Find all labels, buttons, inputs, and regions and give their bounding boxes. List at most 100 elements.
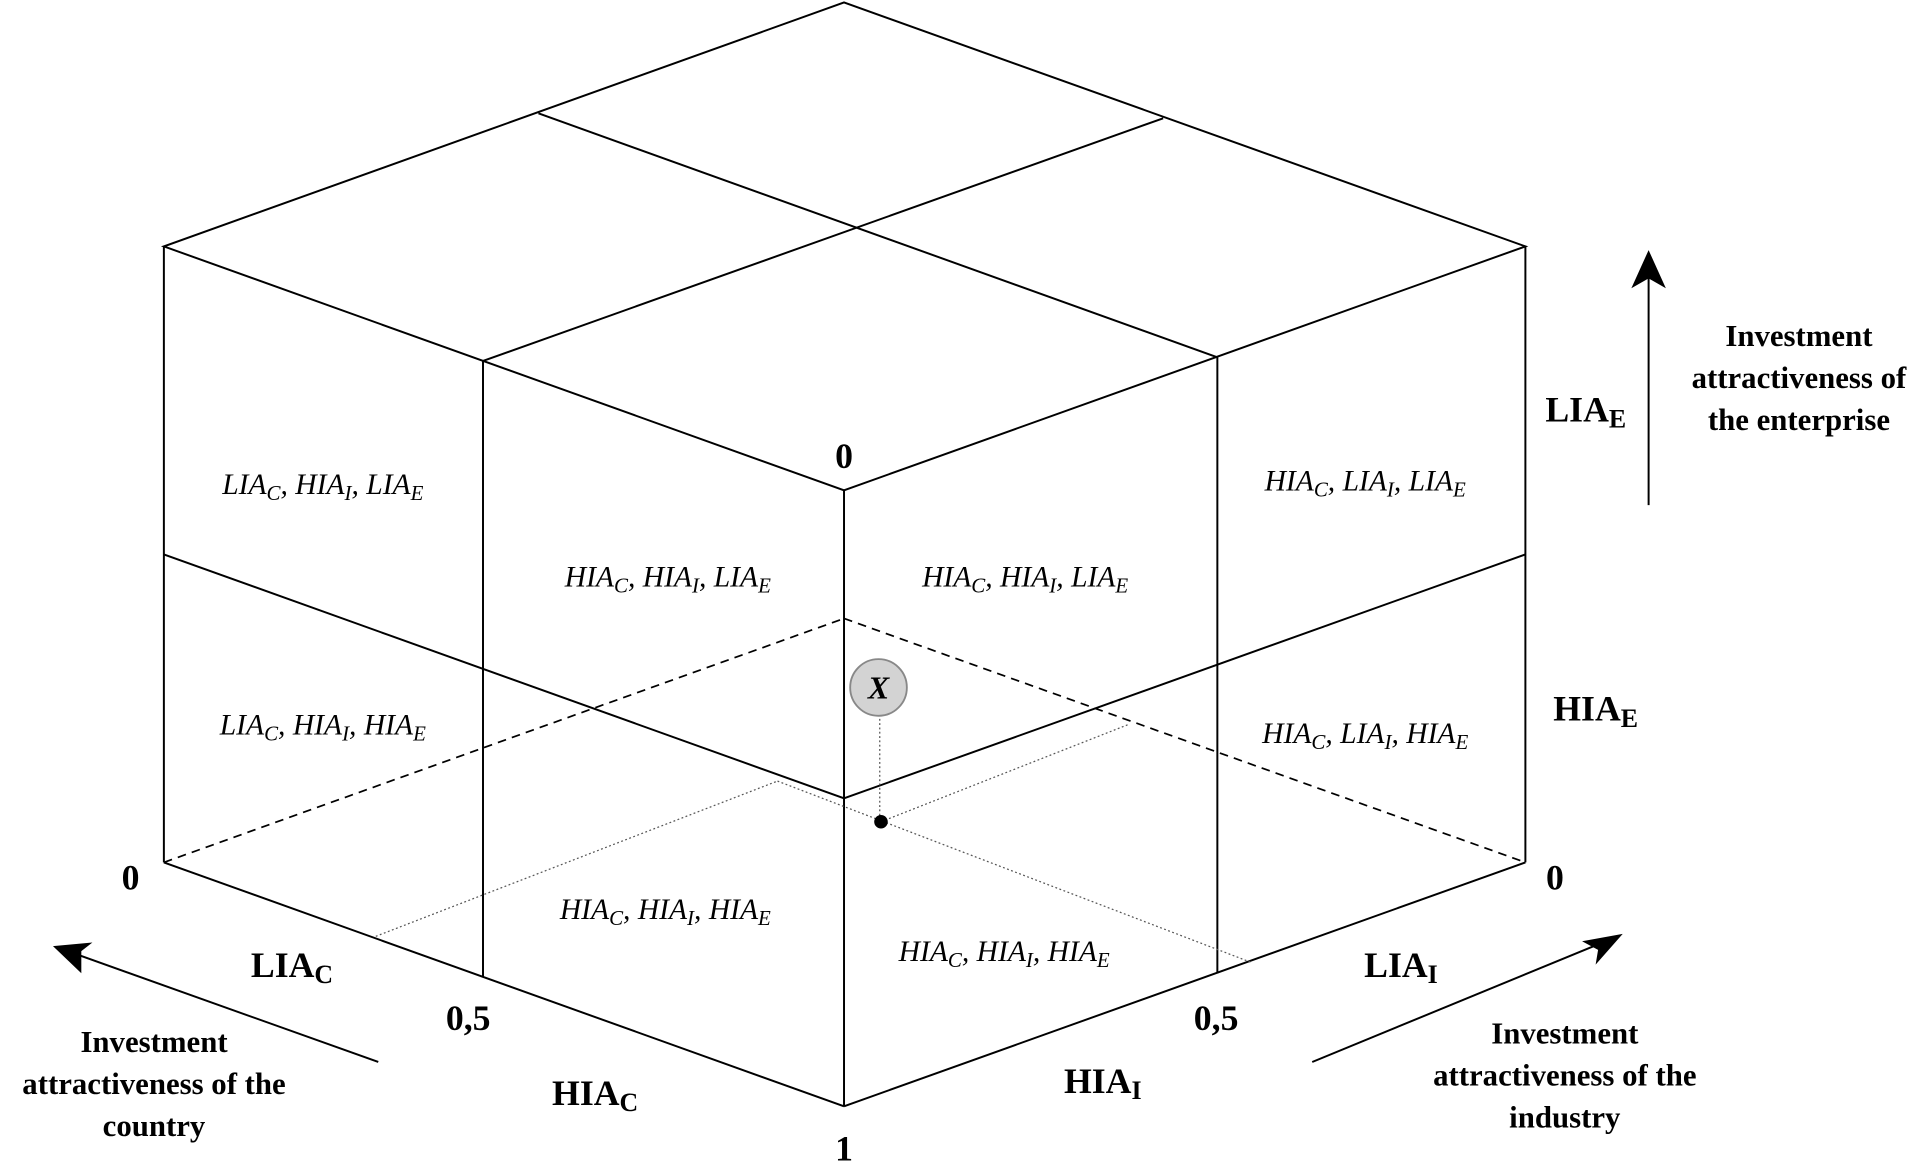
term-main: LIA	[1339, 718, 1385, 750]
term-subscript: I	[1048, 574, 1057, 598]
cell-label-front-left-upper: HIAC, HIAI, LIAE	[564, 561, 771, 597]
term-main: HIA	[1553, 689, 1621, 729]
term-subscript: C	[948, 948, 963, 972]
term-subscript: C	[1314, 477, 1329, 501]
term-main: LIA	[365, 469, 411, 501]
edge-bottom-left	[163, 861, 845, 1108]
country-axis-title-line: Investment	[80, 1025, 228, 1059]
term-main: HIA	[1264, 465, 1315, 497]
hidden-edge-left	[163, 617, 845, 864]
term-main: HIA	[642, 561, 693, 593]
axis-arrows	[52, 250, 1666, 1063]
enterprise-axis-title-line: Investment	[1725, 319, 1873, 353]
term-main: LIA	[1070, 561, 1116, 593]
term-subscript: I	[344, 481, 353, 505]
term-main: HIA	[292, 709, 343, 741]
cell-label-front-left-lower: HIAC, HIAI, HIAE	[559, 894, 771, 930]
zone-label-enterprise-high: HIAE	[1553, 689, 1638, 733]
term-main: HIA	[1261, 718, 1312, 750]
term-main: HIA	[559, 894, 610, 926]
country-axis-title-line: country	[103, 1109, 206, 1143]
term-main: LIA	[219, 709, 265, 741]
arrow-right-icon	[1582, 933, 1623, 965]
point-x-label: X	[867, 670, 891, 706]
term-subscript: C	[267, 481, 282, 505]
term-main: LIA	[221, 469, 267, 501]
term-subscript: C	[264, 721, 279, 745]
term-main: HIA	[294, 469, 345, 501]
term-subscript: I	[1386, 477, 1395, 501]
term-subscript: I	[686, 906, 695, 930]
arrow-left-icon	[52, 942, 93, 974]
cell-label-right-lower: HIAC, LIAI, HIAE	[1261, 718, 1468, 754]
projection-line	[880, 723, 1129, 823]
term-subscript: C	[314, 960, 333, 989]
projection-line	[375, 780, 778, 937]
top-divider-1	[482, 117, 1164, 362]
edge-bottom-right	[843, 861, 1526, 1108]
term-subscript: C	[1311, 730, 1326, 754]
zone-label-industry-low: LIAI	[1364, 945, 1438, 989]
zone-label-enterprise-low: LIAE	[1545, 389, 1626, 433]
term-subscript: I	[1025, 948, 1034, 972]
term-main: HIA	[708, 894, 759, 926]
term-subscript: C	[614, 574, 629, 598]
term-subscript: I	[1383, 730, 1392, 754]
top-divider-2	[538, 112, 1218, 359]
term-main: LIA	[1545, 389, 1609, 429]
point-x-marker	[849, 658, 908, 717]
hidden-edge-right	[843, 617, 1526, 864]
term-subscript: E	[412, 721, 426, 745]
zone-label-country-low: LIAC	[251, 945, 333, 989]
term-main: HIA	[921, 561, 972, 593]
term-main: HIA	[1405, 718, 1456, 750]
zone-label-country-high: HIAC	[552, 1073, 638, 1117]
term-subscript: E	[1452, 477, 1466, 501]
cell-label-front-right-upper: HIAC, HIAI, LIAE	[921, 561, 1128, 597]
point-projection-dot	[874, 814, 888, 829]
country-axis-arrow	[63, 948, 379, 1063]
industry-axis-title-line: Investment	[1491, 1016, 1639, 1050]
term-subscript: E	[410, 481, 424, 505]
term-main: HIA	[363, 709, 414, 741]
tick-right-zero: 0	[1546, 857, 1564, 897]
term-main: HIA	[1064, 1061, 1132, 1101]
cell-label-front-right-lower: HIAC, HIAI, HIAE	[898, 936, 1110, 972]
mid-line-right	[843, 553, 1526, 800]
cell-labels: LIAC, HIAI, LIAE HIAC, HIAI, LIAE HIAC, …	[219, 465, 1469, 972]
enterprise-axis-title-line: the enterprise	[1708, 403, 1890, 437]
term-main: LIA	[713, 561, 759, 593]
term-subscript: E	[757, 906, 771, 930]
term-subscript: I	[691, 574, 700, 598]
projection-lines: X	[375, 658, 1251, 963]
term-subscript: I	[1131, 1076, 1141, 1105]
term-subscript: E	[1621, 704, 1638, 733]
term-subscript: C	[620, 1088, 639, 1117]
term-subscript: E	[1114, 574, 1128, 598]
term-subscript: C	[971, 574, 986, 598]
term-subscript: C	[609, 906, 624, 930]
tick-bottom-one: 1	[835, 1129, 853, 1163]
term-subscript: E	[1609, 405, 1626, 434]
industry-axis-arrow	[1311, 937, 1613, 1063]
term-subscript: E	[1096, 948, 1110, 972]
enterprise-axis-title-line: attractiveness of	[1692, 361, 1907, 395]
term-subscript: E	[1454, 730, 1468, 754]
term-subscript: E	[757, 574, 771, 598]
tick-left-zero: 0	[122, 857, 140, 897]
cube-top-face	[160, 1, 1529, 492]
zone-labels: LIAC HIAC LIAI HIAI LIAE HIAE	[251, 389, 1638, 1117]
mid-line-left	[163, 553, 845, 800]
term-main: LIA	[1342, 465, 1388, 497]
cell-label-left-lower: LIAC, HIAI, HIAE	[219, 709, 426, 745]
industry-axis-title-line: industry	[1509, 1100, 1621, 1134]
cube-edges	[160, 1, 1529, 1108]
cell-label-left-upper: LIAC, HIAI, LIAE	[221, 469, 423, 505]
term-main: HIA	[999, 561, 1050, 593]
term-main: LIA	[1408, 465, 1454, 497]
tick-left-half: 0,5	[446, 998, 491, 1038]
term-main: HIA	[637, 894, 688, 926]
term-main: HIA	[976, 936, 1027, 968]
country-axis-title-line: attractiveness of the	[22, 1067, 285, 1101]
